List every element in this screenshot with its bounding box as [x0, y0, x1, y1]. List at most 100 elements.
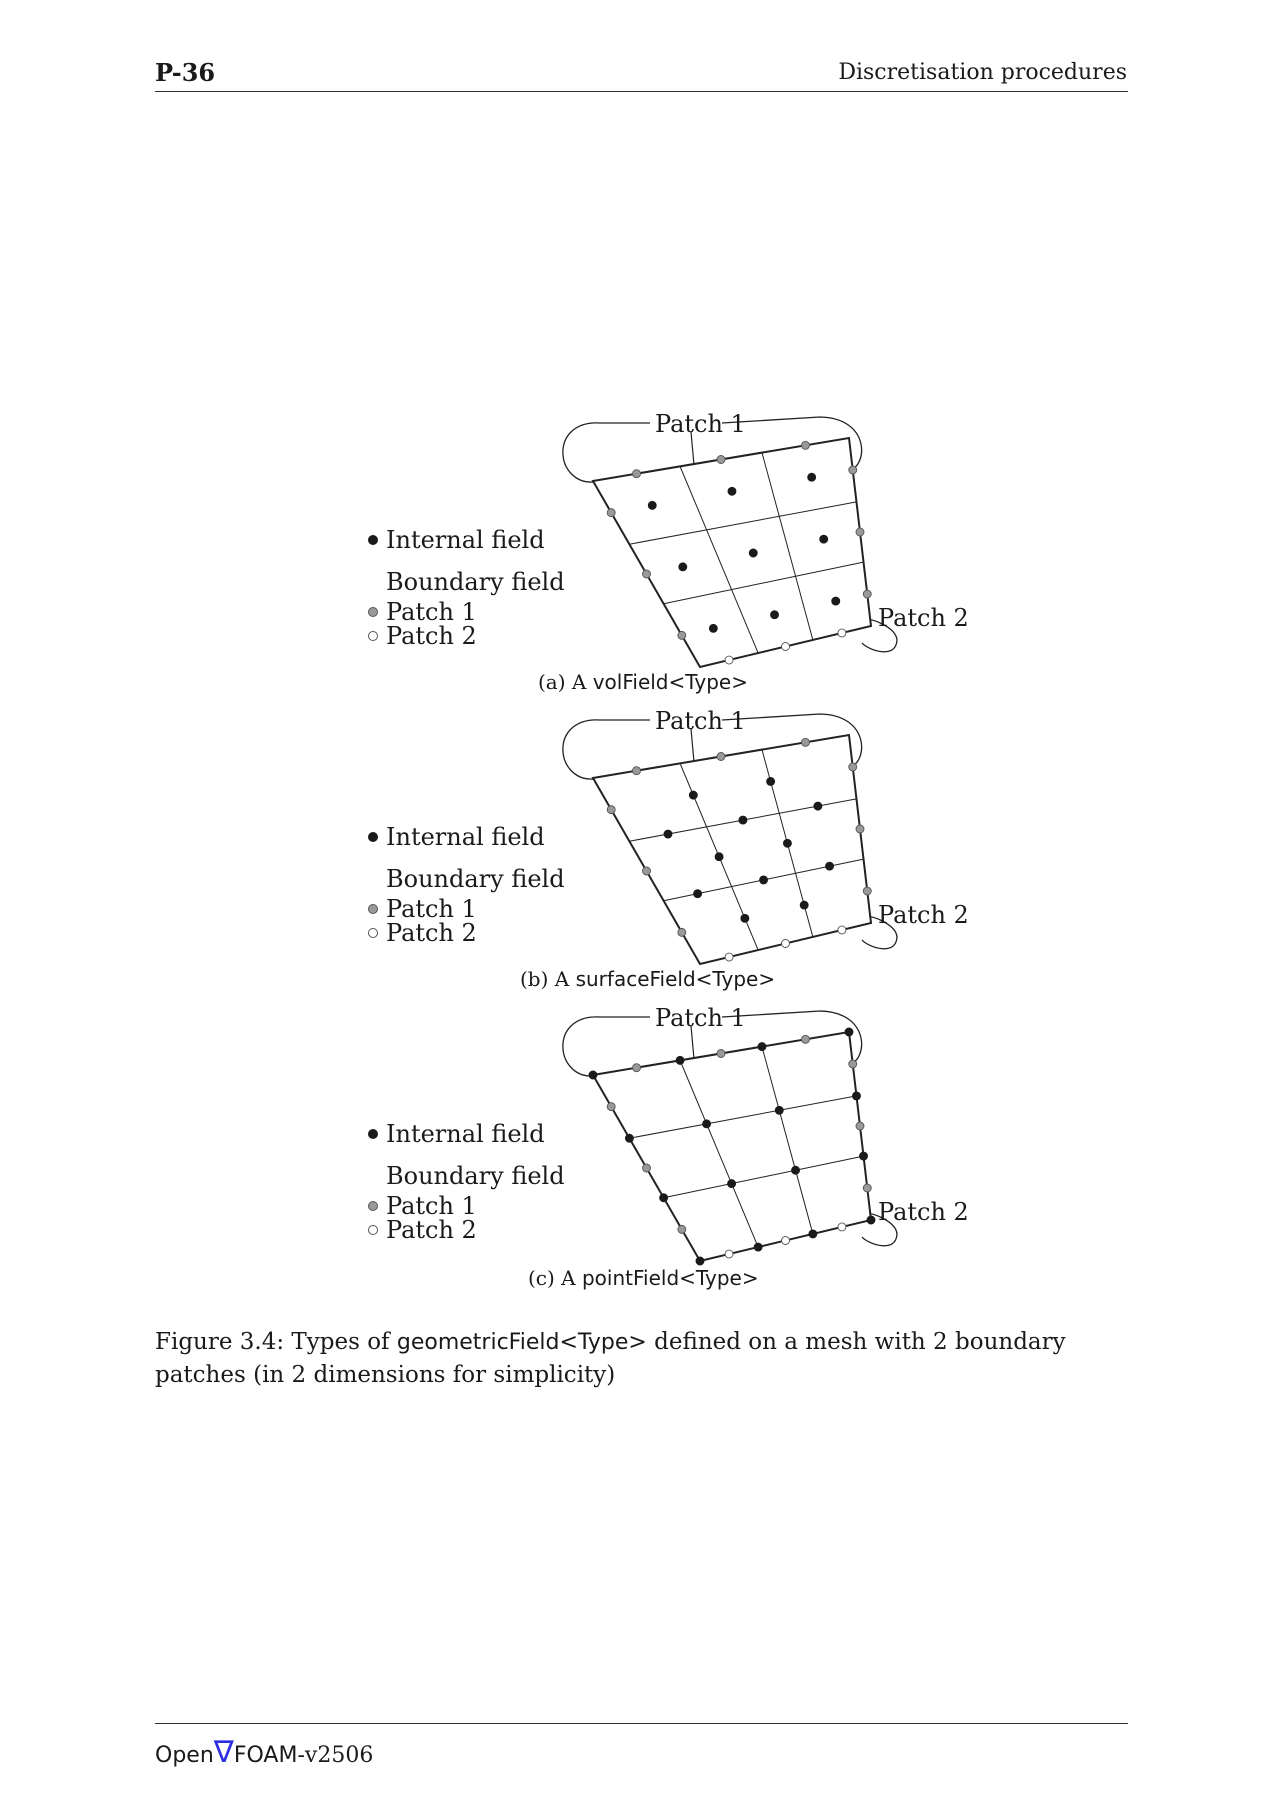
patch-1-point [716, 455, 726, 464]
patch-2-point [724, 952, 734, 962]
patch-1-point [862, 886, 872, 896]
internal-point [774, 1105, 784, 1115]
footer-version: -v2506 [297, 1743, 374, 1768]
patch-2-point [837, 925, 847, 935]
internal-point [825, 861, 834, 871]
patch-1-point [862, 589, 872, 599]
patch-1-point [642, 1163, 651, 1173]
internal-point [866, 1215, 876, 1225]
patch-1-point [848, 762, 858, 772]
legend-patch-2: Patch 2 [368, 624, 477, 648]
internal-point [738, 815, 748, 825]
internal-point [740, 913, 750, 923]
patch-1-point [716, 1049, 726, 1058]
patch-2-point [837, 628, 847, 638]
legend-patch-2: Patch 2 [368, 1218, 477, 1242]
patch-1-point [801, 1034, 810, 1044]
internal-point [702, 1119, 712, 1129]
patch-2-point [724, 1249, 734, 1259]
internal-point [688, 790, 698, 800]
patch-1-point [642, 866, 651, 876]
patch-1-pointer [690, 431, 695, 466]
legend-boundary: Boundary field [386, 1162, 565, 1190]
patch-1-point [632, 469, 641, 479]
internal-point [659, 1193, 669, 1203]
footer-foam: FOAM [233, 1743, 298, 1768]
internal-point [782, 838, 792, 848]
patch-2-hook [861, 619, 898, 653]
patch-1-brace [562, 713, 863, 780]
patch-1-point [606, 805, 616, 815]
internal-point [727, 486, 737, 496]
internal-point [813, 801, 823, 811]
legend-dot-icon [368, 607, 378, 617]
patch-1-point [606, 1102, 616, 1112]
patch-1-point [848, 465, 858, 475]
internal-point [770, 610, 779, 620]
internal-point [675, 1055, 685, 1065]
internal-point [852, 1091, 861, 1101]
patch-1-pointer [690, 1025, 695, 1060]
legend-patch-1: Patch 1 [368, 600, 477, 624]
patch-1-point [632, 766, 641, 776]
legend-patch-2: Patch 2 [368, 921, 477, 945]
patch-1-point [677, 927, 687, 937]
mesh-line [679, 466, 759, 654]
caption-a: (a) A volField<Type> [538, 670, 748, 694]
internal-point [663, 829, 673, 839]
section-title: Discretisation procedures [838, 60, 1127, 85]
patch-1-brace [562, 1010, 863, 1077]
internal-point [766, 777, 776, 786]
legend-internal: Internal field [368, 825, 545, 849]
patch-1-point [716, 752, 726, 761]
internal-point [844, 1027, 854, 1037]
mesh-line [679, 1060, 759, 1248]
internal-point [753, 1242, 763, 1252]
legend-dot-icon [368, 1201, 378, 1211]
internal-point [647, 500, 657, 510]
internal-point [791, 1165, 801, 1175]
mesh-line [761, 1046, 814, 1235]
patch-1-brace [562, 416, 863, 483]
patch-1-label: Patch 1 [655, 410, 746, 438]
internal-point [695, 1256, 705, 1266]
legend-internal: Internal field [368, 528, 545, 552]
patch-1-point [677, 630, 687, 640]
footer-open: Open [155, 1743, 214, 1768]
internal-point [708, 623, 718, 633]
internal-point [624, 1133, 634, 1143]
mesh-line [629, 501, 857, 545]
panel-a: Patch 1 Patch 2 [562, 410, 969, 669]
legend-dot-icon [368, 1225, 378, 1235]
patch-2-point [724, 655, 734, 665]
mesh-line [663, 1155, 864, 1199]
patch-2-label: Patch 2 [878, 604, 969, 632]
header-rule [155, 91, 1128, 92]
nabla-logo-icon: ∇ [213, 1735, 234, 1770]
internal-point [807, 472, 817, 482]
patch-1-point [855, 824, 865, 834]
legend-boundary: Boundary field [386, 568, 565, 596]
legend-dot-icon [368, 904, 378, 914]
internal-point [831, 596, 841, 606]
internal-point [808, 1229, 818, 1239]
mesh-line [761, 452, 814, 641]
patch-1-point [606, 508, 616, 518]
legend-dot-icon [368, 1129, 378, 1139]
mesh-line [629, 1095, 857, 1139]
patch-2-hook [861, 916, 898, 950]
internal-point [714, 852, 724, 862]
patch-1-point [855, 1121, 865, 1131]
patch-1-point [848, 1059, 858, 1069]
internal-point [748, 548, 758, 558]
internal-point [799, 900, 809, 910]
patch-2-hook [861, 1213, 898, 1247]
figure-caption: Figure 3.4: Types of geometricField<Type… [155, 1329, 1066, 1388]
patch-1-point [642, 569, 651, 579]
patch-2-point [781, 1236, 790, 1245]
patch-1-point [801, 737, 810, 747]
internal-point [588, 1070, 598, 1080]
patch-1-point [862, 1183, 872, 1193]
